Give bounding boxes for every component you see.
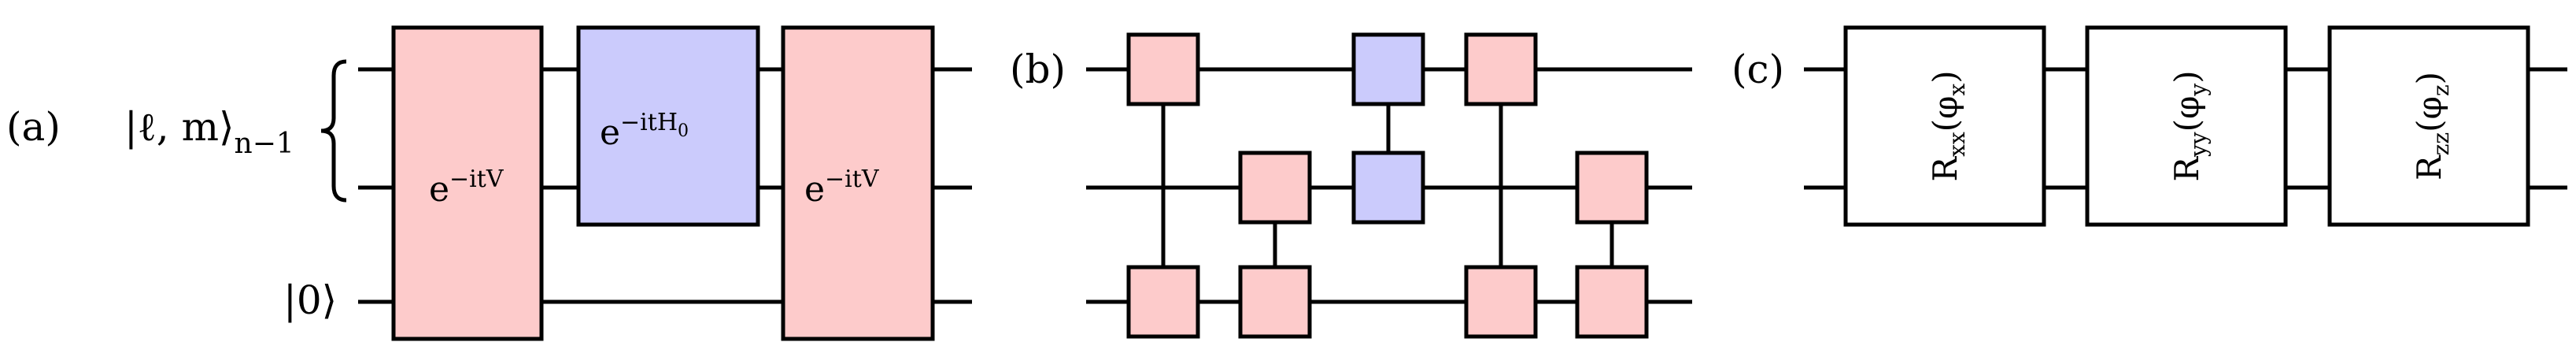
panel-c: (c) Rxx(φx) Ryy(φy) Rzz(φz) bbox=[1732, 25, 2567, 227]
gate-b-4-top bbox=[1464, 32, 1538, 106]
gate-c-ryy bbox=[2085, 25, 2288, 227]
panel-a-label: (a) bbox=[6, 104, 61, 150]
gate-b-1-bottom bbox=[1126, 265, 1200, 339]
gate-a-middle bbox=[576, 25, 760, 227]
gate-c-ryy-label: Ryy(φy) bbox=[2168, 70, 2212, 181]
gate-a-left bbox=[391, 25, 544, 341]
gate-b-2-middle bbox=[1238, 151, 1312, 225]
gate-c-rzz bbox=[2327, 25, 2530, 227]
gate-a-left-label: e−itV bbox=[429, 165, 504, 210]
state-top-label: |ℓ, m⟩n−1 bbox=[124, 104, 294, 160]
gate-c-rxx bbox=[1843, 25, 2046, 227]
panel-c-label: (c) bbox=[1732, 46, 1784, 92]
panel-a: (a) |ℓ, m⟩n−1 |0⟩ e−itV e−itH0 e−itV bbox=[6, 25, 972, 341]
gate-b-3-top bbox=[1351, 32, 1425, 106]
gate-b-1-top bbox=[1126, 32, 1200, 106]
gate-b-4-bottom bbox=[1464, 265, 1538, 339]
panel-b: (b) bbox=[1010, 32, 1692, 339]
gate-b-2-bottom bbox=[1238, 265, 1312, 339]
panel-b-label: (b) bbox=[1010, 46, 1066, 92]
gate-a-right-label: e−itV bbox=[804, 165, 880, 210]
gate-a-middle-label: e−itH0 bbox=[600, 109, 689, 153]
gate-c-rzz-label: Rzz(φz) bbox=[2410, 72, 2454, 180]
gate-c-rxx-label: Rxx(φx) bbox=[1926, 70, 1970, 181]
gate-a-right bbox=[781, 25, 935, 341]
state-bottom-label: |0⟩ bbox=[283, 277, 337, 323]
register-brace bbox=[320, 59, 347, 203]
gate-b-5-middle bbox=[1575, 151, 1649, 225]
gate-b-5-bottom bbox=[1575, 265, 1649, 339]
gate-b-3-middle bbox=[1351, 151, 1425, 225]
